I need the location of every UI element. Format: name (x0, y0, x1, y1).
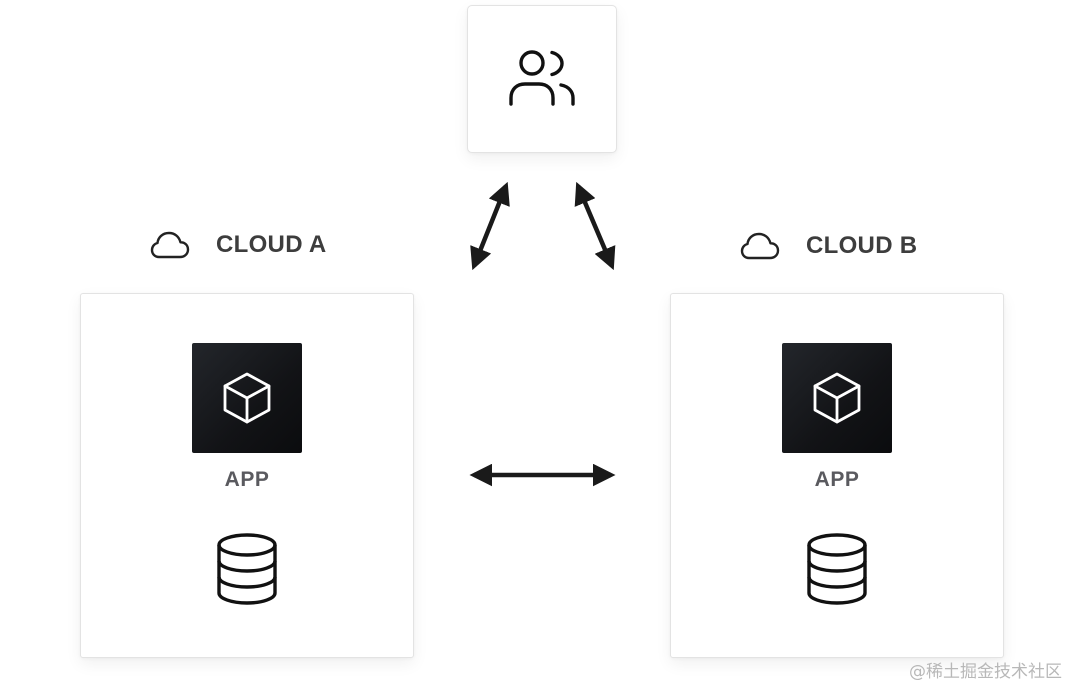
database-icon (807, 533, 867, 605)
cloud-a-container: APP (80, 293, 414, 658)
cube-icon (813, 372, 861, 424)
arrow-users-cloud-b (574, 181, 616, 271)
users-icon (509, 50, 575, 106)
cloud-icon (150, 231, 190, 259)
app-tile (192, 343, 302, 453)
cloud-a-title: CLOUD A (216, 231, 327, 258)
app-label: APP (224, 468, 270, 491)
cloud-b-title: CLOUD B (806, 232, 918, 259)
cube-icon (223, 372, 271, 424)
cloud-b-container: APP (670, 293, 1004, 658)
database-icon (217, 533, 277, 605)
app-tile (782, 343, 892, 453)
app-label: APP (814, 468, 860, 491)
watermark: @稀土掘金技术社区 (909, 662, 1062, 682)
cloud-icon (740, 232, 780, 260)
arrow-users-cloud-a (470, 181, 510, 271)
users-node (467, 5, 617, 153)
cloud-b-label: CLOUD B (740, 231, 917, 261)
cloud-a-label: CLOUD A (150, 230, 327, 260)
